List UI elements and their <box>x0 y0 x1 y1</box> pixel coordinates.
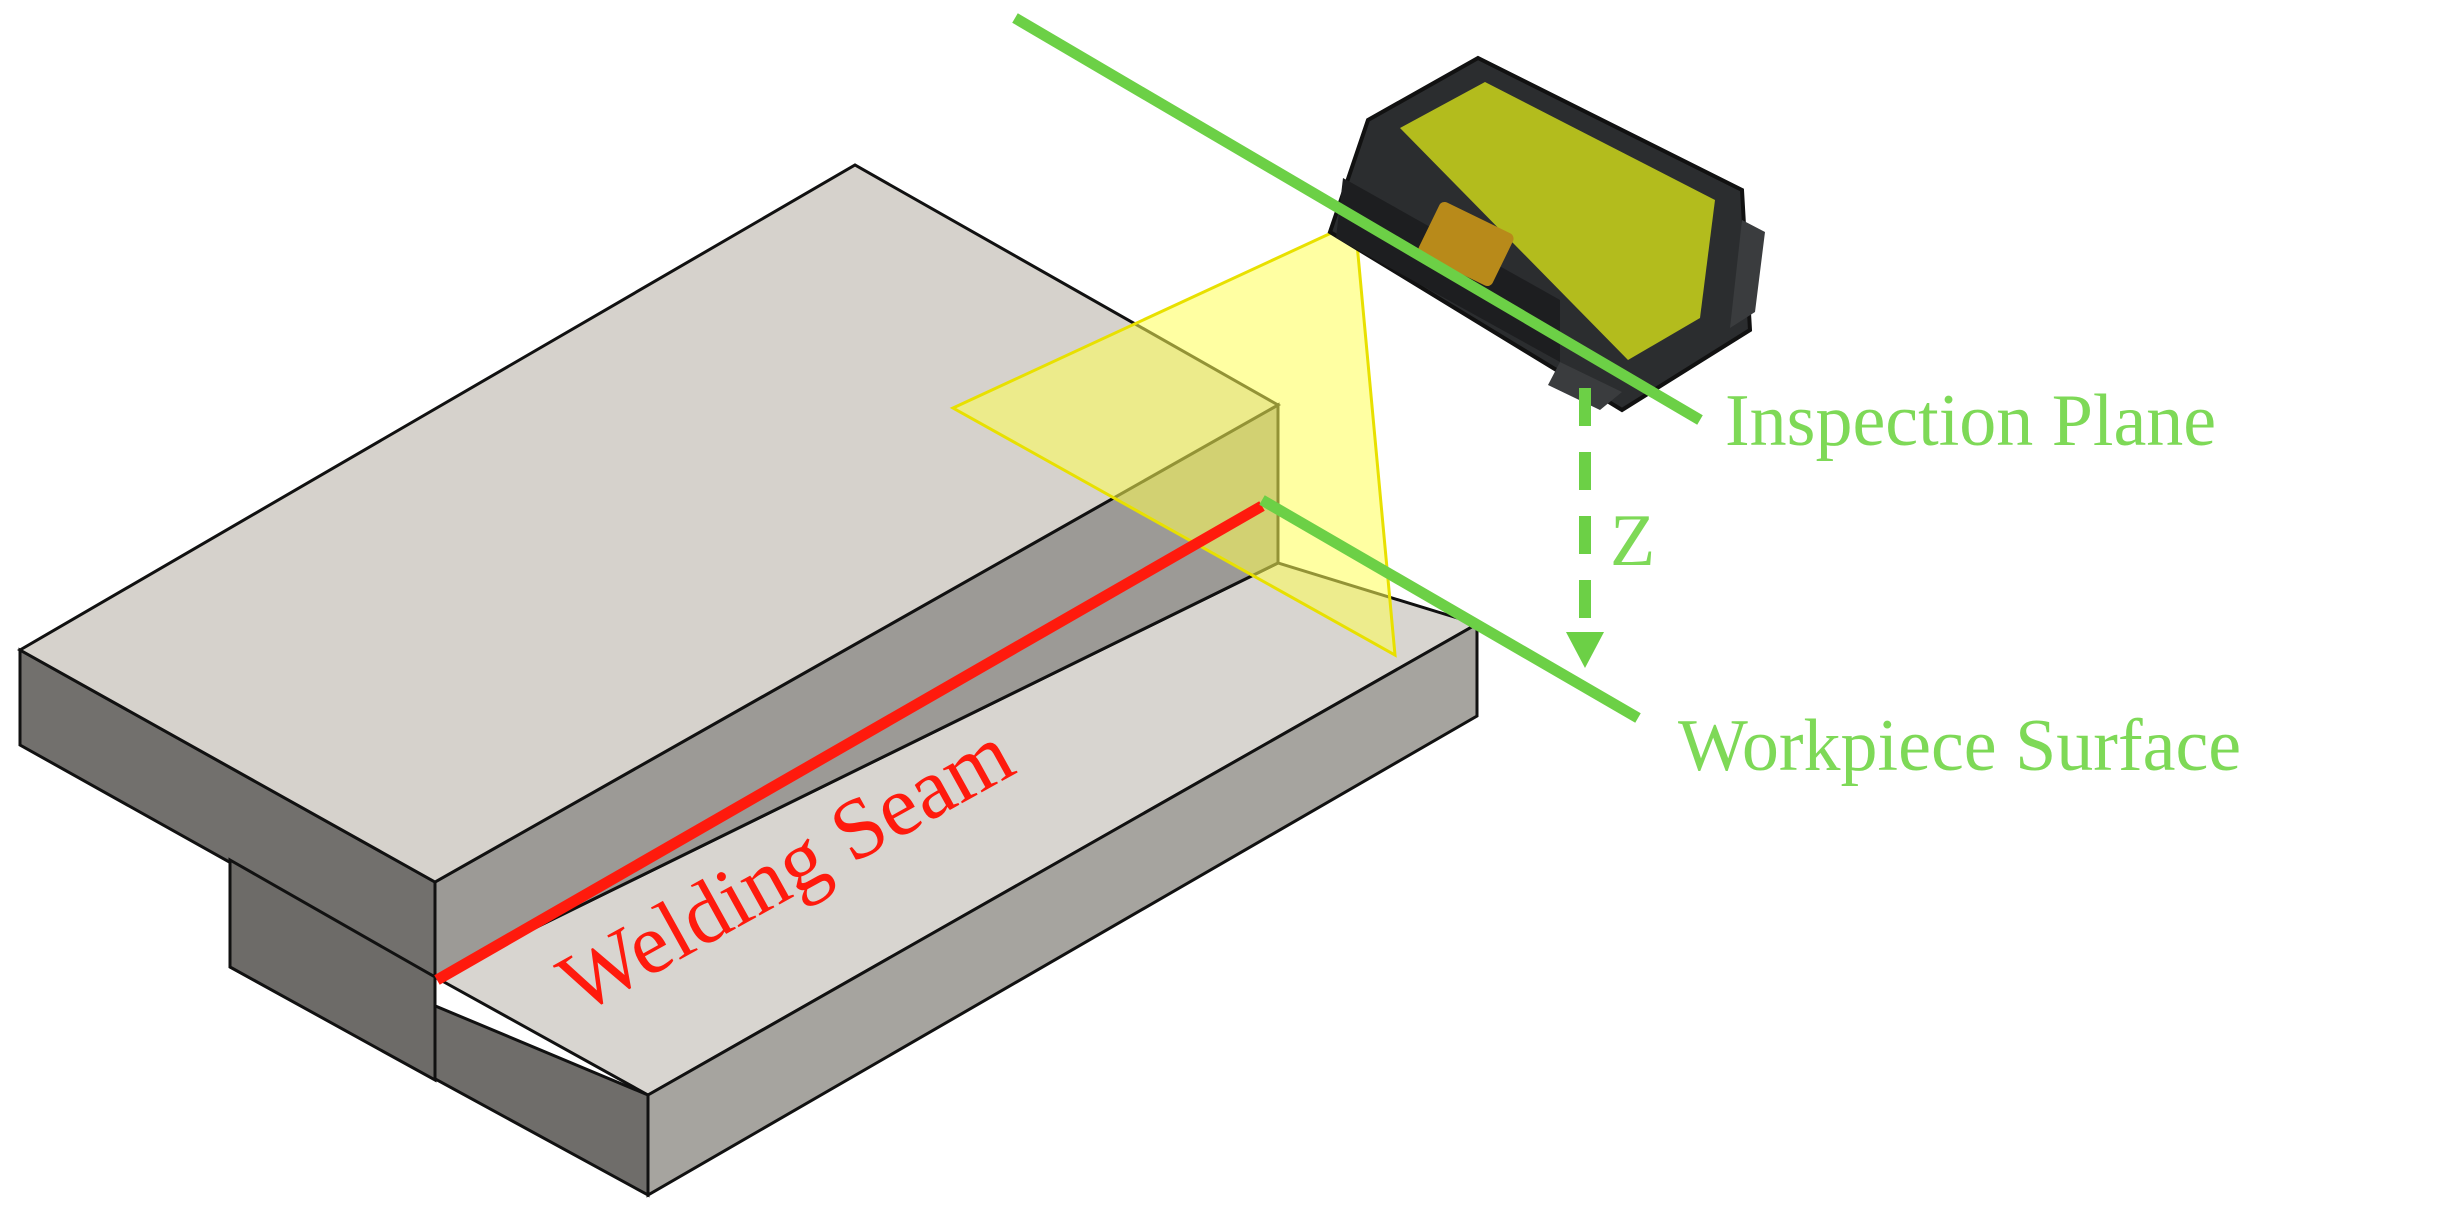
workpiece <box>16 163 1481 1198</box>
laser-fan-plane <box>949 219 1397 658</box>
arrow-down-icon <box>1566 388 1604 668</box>
lower-slab-front-right <box>646 621 1479 1198</box>
distance-label: Z <box>1610 500 1655 582</box>
welding-seam-line <box>434 501 1265 985</box>
workpiece-surface-label: Workpiece Surface <box>1678 705 2241 787</box>
lower-step-front <box>228 857 437 1083</box>
inspection-plane-line <box>1012 13 1703 425</box>
inspection-plane-label: Inspection Plane <box>1725 380 2216 462</box>
workpiece-surface-line <box>1259 495 1641 723</box>
laser-profile-sensor-icon <box>1327 55 1765 413</box>
laser-fan <box>949 219 1397 658</box>
